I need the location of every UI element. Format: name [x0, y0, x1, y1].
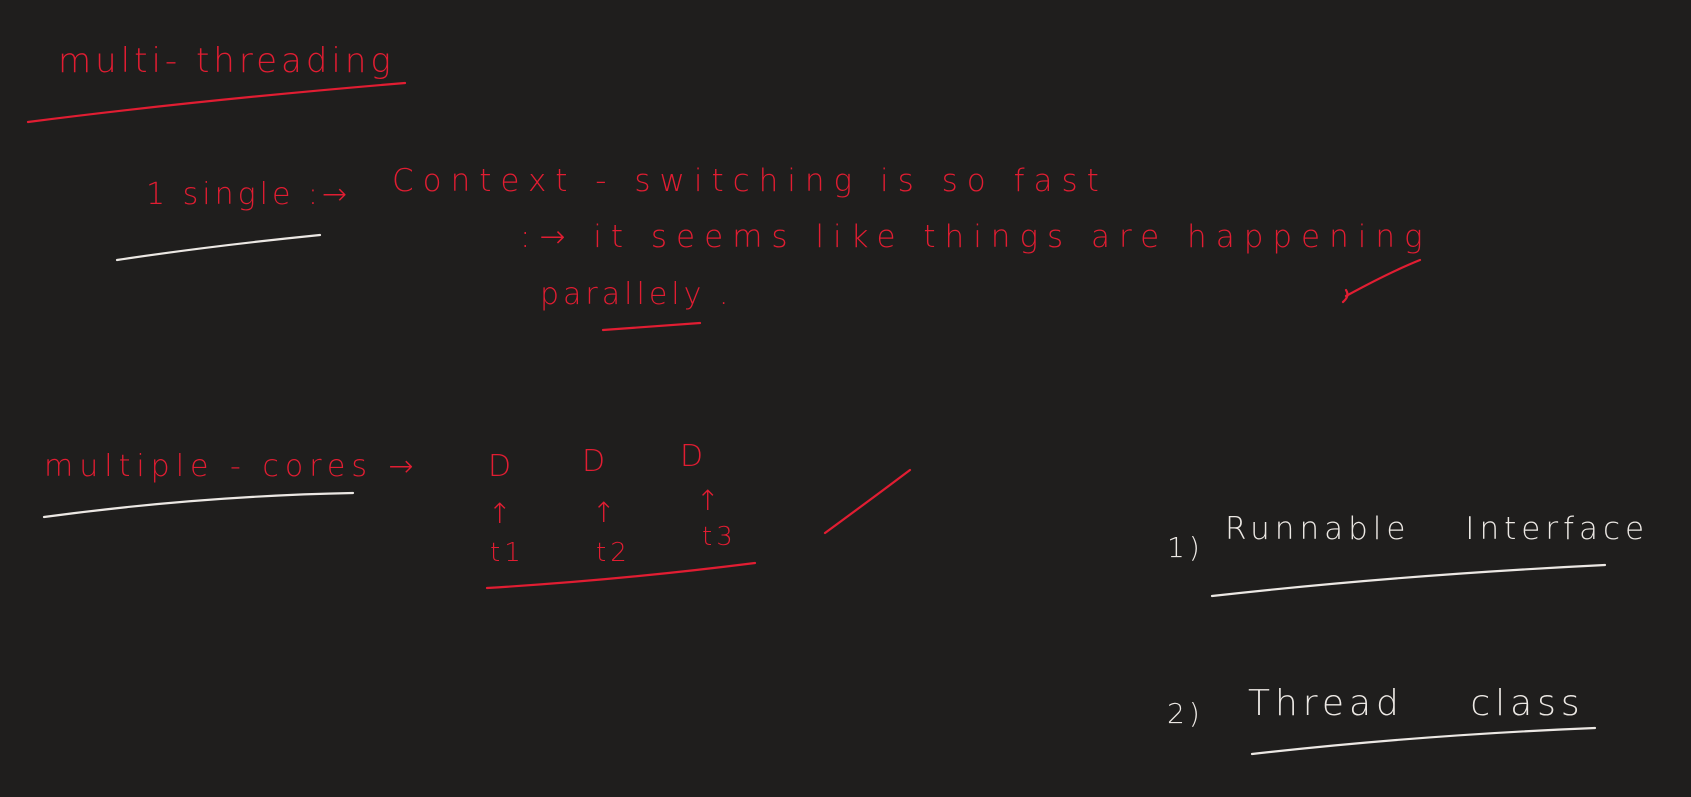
- single-underline: [115, 233, 322, 262]
- thread-class-underline: [1250, 726, 1597, 756]
- runnable-underline: [1210, 563, 1607, 598]
- thread-label-2: t2: [596, 538, 631, 568]
- parallely-underline: [601, 321, 702, 332]
- thread-class-text: Thread class: [1248, 683, 1585, 724]
- title-text: multi- threading: [58, 41, 395, 81]
- core-box-1: D: [488, 449, 516, 484]
- up-arrow-icon: ↑: [488, 497, 516, 530]
- up-arrow-icon: ↑: [696, 484, 724, 517]
- note-line-3: parallely .: [540, 277, 733, 312]
- note-line-2: :→ it seems like things are happening: [520, 219, 1432, 255]
- core-box-3: D: [680, 439, 708, 474]
- check-mark-1: [1341, 258, 1422, 304]
- note-line-1: Context - switching is so fast: [392, 163, 1108, 199]
- single-core-label: 1 single :→: [146, 177, 352, 212]
- check-mark-2: [823, 468, 912, 535]
- multiple-cores-label: multiple - cores →: [44, 449, 420, 484]
- core-box-2: D: [582, 444, 610, 479]
- multiple-underline: [42, 491, 355, 519]
- way-number-2: 2): [1167, 697, 1204, 730]
- runnable-interface-text: Runnable Interface: [1225, 511, 1650, 547]
- title-underline: [26, 81, 407, 124]
- thread-label-3: t3: [702, 522, 737, 552]
- up-arrow-icon: ↑: [592, 496, 620, 529]
- way-number-1: 1): [1167, 531, 1204, 564]
- thread-label-1: t1: [490, 538, 525, 568]
